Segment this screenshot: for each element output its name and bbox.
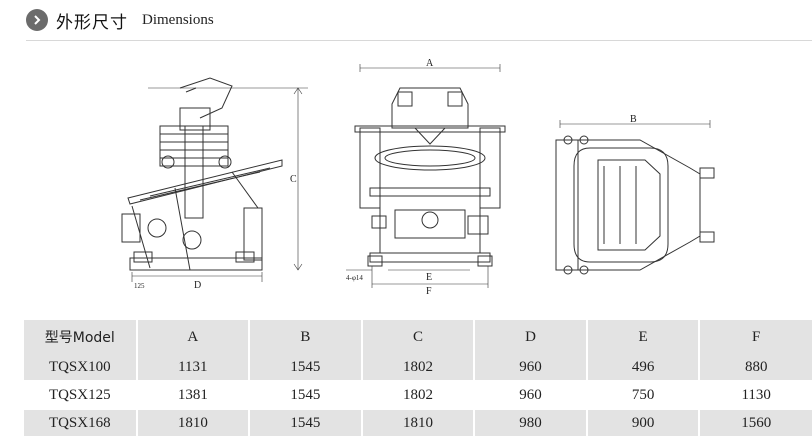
chevron-right-icon [26,9,48,31]
header-b: B [248,320,362,354]
cell-model: TQSX168 [24,408,137,436]
cell-b: 1545 [248,408,362,436]
dim-e-label: E [426,272,432,283]
cell-b: 1545 [248,354,362,381]
header-f: F [698,320,812,354]
dim-b-label: B [630,114,637,125]
cell-d: 980 [473,408,587,436]
cell-d: 960 [473,380,587,409]
cell-model: TQSX125 [24,380,137,409]
table-row: TQSX125 1381 1545 1802 960 750 1130 [24,380,812,409]
dim-f-label: F [426,286,432,297]
header-divider [26,40,812,41]
dimensions-table: 型号Model A B C D E F TQSX100 1131 1545 18… [24,320,812,436]
table-row: TQSX100 1131 1545 1802 960 496 880 [24,354,812,381]
top-view-drawing [555,120,715,275]
header-e: E [585,320,700,354]
cell-e: 750 [585,380,700,409]
table-row: TQSX168 1810 1545 1810 980 900 1560 [24,408,812,436]
section-title-en: Dimensions [142,11,214,28]
cell-c: 1810 [360,408,475,436]
side-view-drawing [121,77,308,282]
front-view-drawing [346,64,506,288]
cell-a: 1381 [135,380,250,409]
dimension-drawings: C D 125 A E F 4-φ14 B [121,58,715,297]
dim-c-label: C [290,174,297,185]
cell-model: TQSX100 [24,354,137,381]
cell-a: 1810 [135,408,250,436]
dim-d-label: D [194,280,201,291]
cell-c: 1802 [360,380,475,409]
cell-f: 1560 [698,408,812,436]
table-header-row: 型号Model A B C D E F [24,320,812,354]
cell-d: 960 [473,354,587,381]
cell-f: 880 [698,354,812,381]
cell-e: 900 [585,408,700,436]
header-a: A [135,320,250,354]
cell-e: 496 [585,354,700,381]
dim-a-label: A [426,58,434,69]
header-model: 型号Model [24,320,137,354]
holes-label: 4-φ14 [346,274,363,282]
cell-b: 1545 [248,380,362,409]
cell-c: 1802 [360,354,475,381]
header-d: D [473,320,587,354]
section-title-cn: 外形尺寸 [56,12,128,33]
dim-w-label: 125 [134,282,145,290]
cell-a: 1131 [135,354,250,381]
header-c: C [360,320,475,354]
cell-f: 1130 [698,380,812,409]
section-header: 外形尺寸 Dimensions [26,6,214,34]
